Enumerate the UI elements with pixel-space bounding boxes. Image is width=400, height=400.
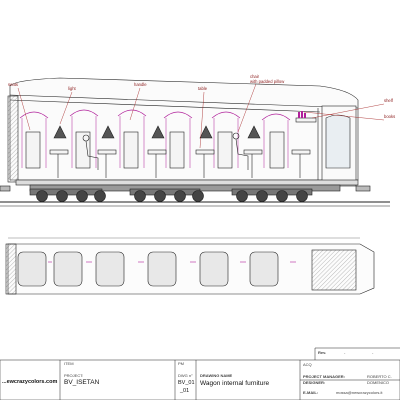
bogie-middle	[129, 188, 204, 202]
window-bay	[117, 109, 147, 168]
wagon-plan-view	[5, 237, 375, 295]
roof-rail	[9, 94, 359, 109]
pm-role-value: ROBERTO C.	[367, 374, 392, 379]
pm-label: PM	[178, 361, 184, 366]
plan-seat-group	[199, 251, 229, 287]
leader-light	[59, 91, 73, 125]
leader-table	[199, 91, 205, 149]
seat-pair	[217, 131, 263, 178]
dwg-sub: _01	[180, 388, 190, 394]
drawing-name-value: Wagon internal furniture	[200, 380, 270, 387]
callout-books: books	[384, 114, 395, 119]
left-end-wall	[7, 95, 19, 183]
designer-value: DOMENICO	[367, 380, 389, 385]
interior-furniture	[25, 111, 317, 178]
dwg-value: BV_01	[178, 380, 195, 386]
pm-role-label: PROJECT MANAGER:	[303, 374, 346, 379]
leader-seats	[17, 87, 31, 131]
table-lamps	[53, 125, 261, 139]
window-bay	[19, 111, 49, 168]
window-bay	[69, 109, 99, 168]
plan-right-end	[311, 249, 357, 291]
seated-figure	[232, 132, 249, 170]
item-label: ITEM	[64, 361, 74, 366]
callout-chair-note: with padded pillow	[250, 79, 285, 84]
plan-seat-group	[95, 251, 125, 287]
plan-seat-group	[17, 251, 83, 287]
window-bay	[261, 113, 291, 168]
end-door-window	[325, 114, 351, 169]
window-band-top	[9, 99, 321, 113]
rev-label: Rev.	[318, 350, 327, 355]
seat-pair	[269, 131, 311, 178]
email-value: mossa@newcrazycolors.it	[336, 390, 383, 395]
project-label: PROJECT:	[64, 373, 84, 378]
buffer-right	[355, 185, 371, 192]
callout-leaders	[17, 83, 385, 149]
seat-pair	[169, 131, 215, 178]
plan-seat-group	[147, 251, 177, 287]
website-text: ...ewcrazycolors.com	[2, 379, 58, 385]
drawing-name-label: DRAWING NAME	[200, 373, 233, 378]
callout-light: light	[68, 86, 77, 91]
leader-books	[303, 111, 385, 121]
bogie-right	[231, 188, 313, 202]
callout-seats: seats	[8, 82, 18, 87]
window-bays	[19, 109, 291, 168]
shelf	[295, 117, 317, 123]
callout-chair: chair	[250, 74, 260, 79]
plan-seat-group	[249, 251, 279, 287]
rev-dash-1: -	[344, 350, 346, 355]
seat-pair	[123, 131, 167, 178]
title-block-frame	[0, 347, 400, 400]
email-label: E-MAIL:	[303, 390, 319, 395]
seat-pair	[25, 131, 69, 178]
dwg-label: DWG n°	[178, 373, 193, 378]
leader-chair	[237, 83, 257, 133]
window-bay	[211, 111, 241, 168]
buffer-left	[0, 185, 11, 192]
floor	[15, 179, 359, 186]
bogie-left	[29, 188, 106, 202]
acq-label: ACQ	[303, 362, 312, 367]
callout-table: table	[198, 86, 208, 91]
callout-handle: handle	[134, 82, 147, 87]
callout-labels: seats light handle table chair with padd…	[8, 74, 395, 119]
wagon-side-elevation	[0, 77, 390, 207]
seated-figure	[82, 134, 99, 170]
plan-left-end	[5, 243, 17, 295]
callout-shelf: shelf	[384, 98, 394, 103]
rev-dash-2: -	[372, 350, 374, 355]
designer-label: DESIGNER:	[303, 380, 326, 385]
project-value: BV_ISETAN	[64, 379, 100, 386]
leader-handle	[129, 87, 141, 121]
window-bay	[163, 111, 193, 168]
books	[298, 111, 306, 118]
leader-shelf	[311, 103, 385, 119]
